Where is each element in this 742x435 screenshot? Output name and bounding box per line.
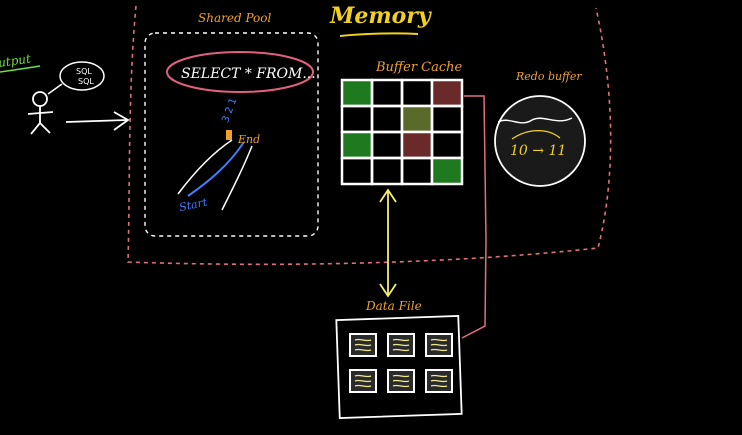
user-to-memory-arrow	[65, 111, 130, 131]
buffer-block-empty	[370, 156, 404, 186]
buffer-block-empty	[370, 130, 404, 160]
data-file-page	[387, 369, 415, 393]
bubble-text-1: SQL	[76, 67, 92, 76]
buffer-block-empty	[400, 156, 434, 186]
buffer-block-empty	[430, 104, 464, 134]
buffer-cache-label: Buffer Cache	[375, 60, 463, 75]
redo-change-arc	[511, 129, 561, 140]
buffer-block-empty	[340, 156, 374, 186]
step-start-label: Start	[178, 195, 209, 214]
step-path-white-2	[221, 145, 253, 211]
data-file-page	[425, 369, 453, 393]
data-file-page	[349, 369, 377, 393]
redo-buffer-label: Redo buffer	[515, 70, 582, 83]
user-thought-bubble	[59, 61, 105, 91]
data-file-pages	[349, 333, 453, 393]
memory-region-border	[127, 5, 612, 266]
bubble-text-2: SQL	[78, 77, 94, 86]
step-path-blue	[187, 141, 245, 197]
step-marks: 3 2 1	[220, 97, 239, 125]
data-file-page	[349, 333, 377, 357]
redo-buffer-wave	[497, 117, 573, 124]
step-path-white-1	[177, 139, 233, 195]
buffer-block-red	[430, 78, 464, 108]
memory-title-underline	[339, 32, 419, 37]
memory-title: Memory	[329, 3, 433, 29]
buffer-cache-grid	[340, 78, 464, 186]
output-underline	[0, 65, 41, 73]
buffer-block-green	[340, 130, 374, 160]
thought-bubble-tail	[47, 83, 63, 95]
end-marker	[226, 130, 232, 140]
buffer-block-red	[400, 130, 434, 160]
data-file-page	[425, 333, 453, 357]
redo-buffer-circle	[494, 95, 586, 187]
buffer-block-empty	[340, 104, 374, 134]
writer-link-line	[461, 95, 487, 339]
data-file-label: Data File	[365, 299, 422, 313]
step-end-label: End	[237, 133, 260, 146]
buffer-block-empty	[370, 104, 404, 134]
sql-statement-bubble	[166, 51, 314, 93]
buffer-block-empty	[430, 130, 464, 160]
data-file-page	[387, 333, 415, 357]
shared-pool-label: Shared Pool	[198, 11, 271, 25]
sql-statement-text: SELECT * FROM...	[181, 66, 316, 82]
redo-change-text: 10 → 11	[510, 143, 566, 159]
buffer-block-olive	[400, 104, 434, 134]
buffer-block-green	[430, 156, 464, 186]
data-file-box	[335, 314, 463, 420]
buffer-block-empty	[400, 78, 434, 108]
user-figure	[27, 91, 54, 135]
buffer-block-green	[340, 78, 374, 108]
output-label: utput	[0, 52, 32, 70]
cache-datafile-arrow	[379, 188, 397, 298]
shared-pool-border	[144, 32, 319, 237]
buffer-block-empty	[370, 78, 404, 108]
